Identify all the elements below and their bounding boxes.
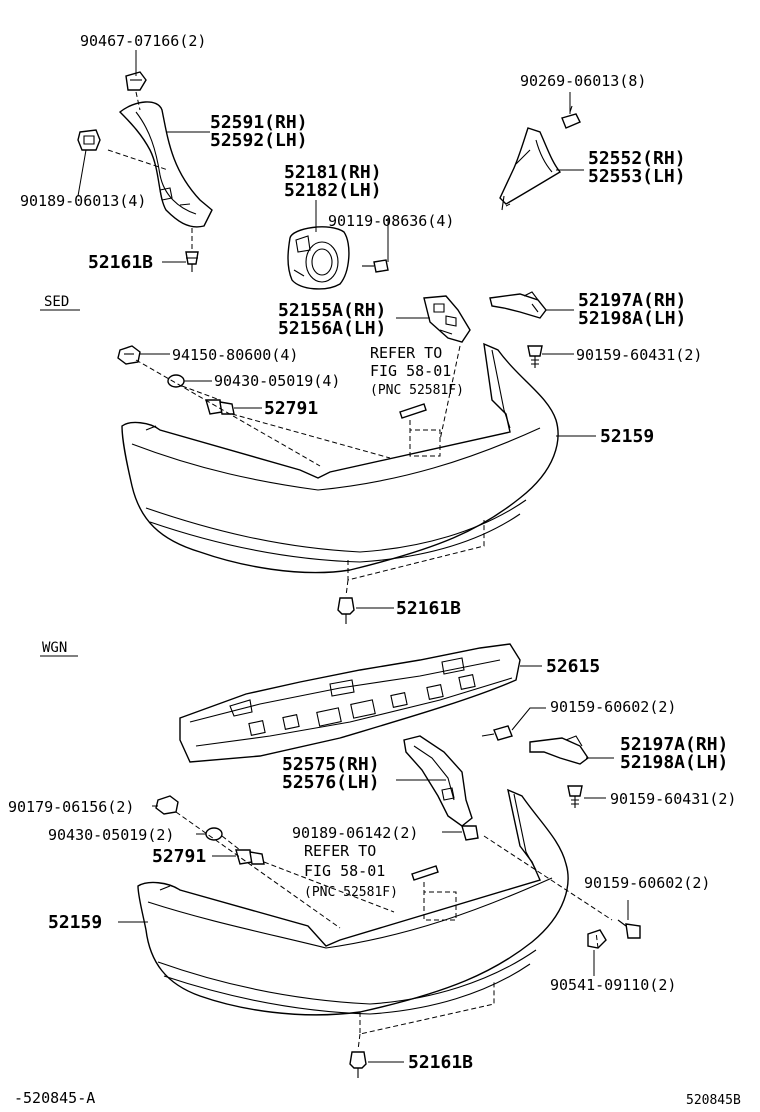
footer-right-code: 520845B xyxy=(686,1093,741,1108)
part-90119-label: 90119-08636(4) xyxy=(328,212,454,230)
part-52615-label: 52615 xyxy=(546,656,600,677)
part-52161b-sed-label: 52161B xyxy=(396,598,461,619)
part-52553-label: 52553(LH) xyxy=(588,166,686,187)
part-52155a-label: 52155A(RH) xyxy=(278,300,386,321)
part-52552-label: 52552(RH) xyxy=(588,148,686,169)
fog-lamp-52181-part xyxy=(287,226,350,290)
part-52576-label: 52576(LH) xyxy=(282,772,380,793)
reflector-wgn-part xyxy=(411,865,439,881)
screw-90159-60602-upper-part xyxy=(481,725,513,741)
part-90159-sed-label: 90159-60431(2) xyxy=(576,346,702,364)
bracket-52197a-sed-part xyxy=(489,291,547,319)
part-52791-sed-label: 52791 xyxy=(264,398,318,419)
bracket-52197a-wgn-part xyxy=(529,735,589,765)
clip-90467-part xyxy=(125,71,147,91)
part-52159-sed-label: 52159 xyxy=(600,426,654,447)
part-90430-sed-label: 90430-05019(4) xyxy=(214,372,340,390)
energy-absorber-52615-part xyxy=(179,643,521,763)
refer-sed-line1: REFER TO xyxy=(370,344,442,362)
part-52159-wgn-label: 52159 xyxy=(48,912,102,933)
refer-wgn-line2: FIG 58-01 xyxy=(304,862,385,880)
grommet-52791-sed-part xyxy=(205,399,235,415)
part-90430-wgn-label: 90430-05019(2) xyxy=(48,826,174,844)
part-52156a-label: 52156A(LH) xyxy=(278,318,386,339)
section-wgn-label: WGN xyxy=(42,640,67,656)
part-90189-06142-label: 90189-06142(2) xyxy=(292,824,418,842)
part-52198a-wgn-label: 52198A(LH) xyxy=(620,752,728,773)
refer-sed-line3: (PNC 52581F) xyxy=(370,383,464,398)
part-52161b-upper-label: 52161B xyxy=(88,252,153,273)
bumper-cover-52159-wgn-part xyxy=(137,788,569,1016)
screw-90159-60431-wgn-part xyxy=(567,785,583,808)
part-52182-label: 52182(LH) xyxy=(284,180,382,201)
section-sed-label: SED xyxy=(44,294,69,310)
part-52575-label: 52575(RH) xyxy=(282,754,380,775)
part-90159-60431-wgn-label: 90159-60431(2) xyxy=(610,790,736,808)
part-52197a-wgn-label: 52197A(RH) xyxy=(620,734,728,755)
grommet-52791-wgn-part xyxy=(235,849,265,865)
part-94150-label: 94150-80600(4) xyxy=(172,346,298,364)
bracket-52575-part xyxy=(403,735,473,827)
refer-wgn-line3: (PNC 52581F) xyxy=(304,885,398,900)
refer-wgn-line1: REFER TO xyxy=(304,842,376,860)
nut-94150-part xyxy=(117,345,141,365)
bumper-cover-52159-sed-part xyxy=(121,342,559,574)
part-90189-label: 90189-06013(4) xyxy=(20,192,146,210)
part-52161b-wgn-label: 52161B xyxy=(408,1052,473,1073)
part-52591-label: 52591(RH) xyxy=(210,112,308,133)
part-90467-label: 90467-07166(2) xyxy=(80,32,206,50)
part-52181-label: 52181(RH) xyxy=(284,162,382,183)
part-52592-label: 52592(LH) xyxy=(210,130,308,151)
mudguard-52552-part xyxy=(499,127,562,211)
pin-52161b-upper-part xyxy=(185,251,199,272)
clip-90189-part xyxy=(77,129,101,151)
reflector-sed-part xyxy=(399,403,427,419)
part-90159-60602-upper-label: 90159-60602(2) xyxy=(550,698,676,716)
pin-52161b-wgn-part xyxy=(349,1051,367,1078)
fender-liner-52591-part xyxy=(118,101,213,228)
part-52791-wgn-label: 52791 xyxy=(152,846,206,867)
pin-52161b-sed-part xyxy=(337,597,355,624)
part-90541-label: 90541-09110(2) xyxy=(550,976,676,994)
refer-sed-line2: FIG 58-01 xyxy=(370,362,451,380)
part-90179-label: 90179-06156(2) xyxy=(8,798,134,816)
retainer-52155a-part xyxy=(423,295,471,343)
part-52197a-sed-label: 52197A(RH) xyxy=(578,290,686,311)
part-90159-60602-lower-label: 90159-60602(2) xyxy=(584,874,710,892)
screw-90159-60602-lower-part xyxy=(617,919,641,939)
clip-90189-06142-part xyxy=(461,825,479,841)
bolt-90119-part xyxy=(362,259,389,273)
screw-90159-sed-part xyxy=(527,345,543,368)
footer-left-code: -520845-A xyxy=(14,1089,95,1107)
part-90269-label: 90269-06013(8) xyxy=(520,72,646,90)
part-52198a-sed-label: 52198A(LH) xyxy=(578,308,686,329)
